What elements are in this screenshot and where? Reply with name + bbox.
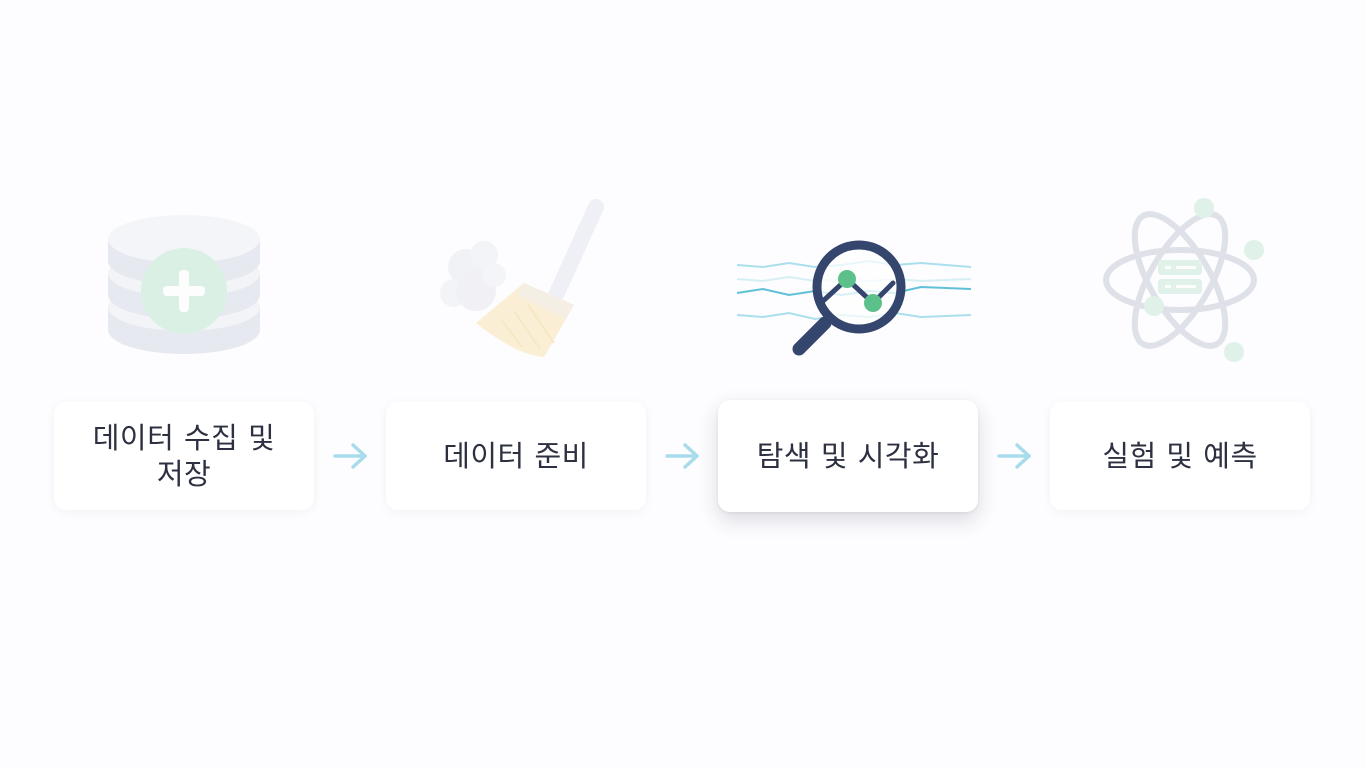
atom-server-icon	[1050, 190, 1310, 370]
database-add-icon	[54, 190, 314, 370]
magnifier-chart-icon	[718, 190, 978, 370]
step-card-prepare: 데이터 준비	[386, 402, 646, 510]
arrow-right-icon	[997, 443, 1031, 469]
step-label: 탐색 및 시각화	[756, 439, 940, 473]
step-card-collect-store: 데이터 수집 및 저장	[54, 402, 314, 510]
arrow-right-icon	[333, 443, 367, 469]
step-label: 데이터 수집 및 저장	[92, 421, 276, 491]
broom-icon	[386, 190, 646, 370]
step-card-explore-visualize[interactable]: 탐색 및 시각화	[718, 400, 978, 512]
step-card-experiment-predict: 실험 및 예측	[1050, 402, 1310, 510]
step-label: 데이터 준비	[443, 439, 589, 473]
arrow-right-icon	[665, 443, 699, 469]
step-label: 실험 및 예측	[1102, 439, 1258, 473]
